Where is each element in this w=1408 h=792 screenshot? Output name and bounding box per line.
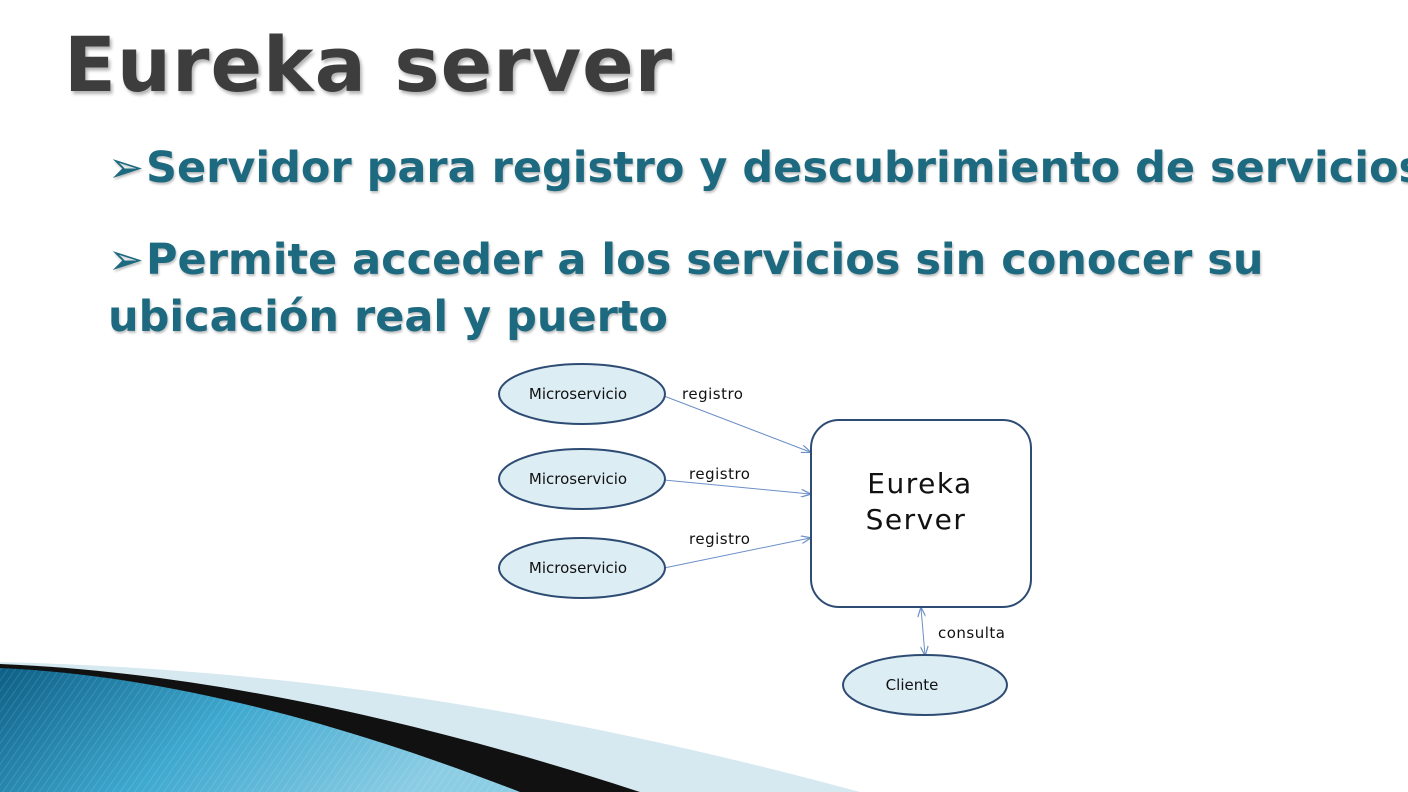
eureka-server-label-line-2: Server <box>866 503 967 536</box>
consulta-label: consulta <box>938 624 1006 642</box>
arrow-bullet-icon: ➢ <box>108 235 145 285</box>
microservicio-label-2: Microservicio <box>529 470 627 488</box>
slide-title: Eureka server <box>64 20 674 109</box>
registro-label-2: registro <box>689 465 750 483</box>
registro-arrow-3 <box>663 538 810 569</box>
microservicio-label-3: Microservicio <box>529 559 627 577</box>
cliente-node: Cliente <box>842 654 1008 716</box>
registro-label-1: registro <box>682 385 743 403</box>
eureka-server-label-line-1: Eureka <box>867 467 972 500</box>
registro-arrow-1 <box>663 395 810 452</box>
registro-arrow-2 <box>663 479 810 494</box>
bullet-text: Servidor para registro y descubrimiento … <box>146 143 1408 193</box>
bullet-point-2: ➢Permite acceder a los servicios sin con… <box>108 232 1263 346</box>
arrow-bullet-icon: ➢ <box>108 143 145 193</box>
microservicio-label-1: Microservicio <box>529 385 627 403</box>
eureka-server-node: Eureka Server <box>810 419 1032 608</box>
microservicio-node-3: Microservicio <box>498 537 666 599</box>
microservicio-node-2: Microservicio <box>498 448 666 510</box>
microservicio-node-1: Microservicio <box>498 363 666 425</box>
bullet-text-line-1: Permite acceder a los servicios sin cono… <box>146 235 1264 285</box>
bullet-point-1: ➢Servidor para registro y descubrimiento… <box>108 140 1408 197</box>
consulta-arrow <box>921 608 925 655</box>
cliente-label: Cliente <box>886 676 939 694</box>
registro-label-3: registro <box>689 530 750 548</box>
bullet-text-line-2: ubicación real y puerto <box>108 292 668 342</box>
